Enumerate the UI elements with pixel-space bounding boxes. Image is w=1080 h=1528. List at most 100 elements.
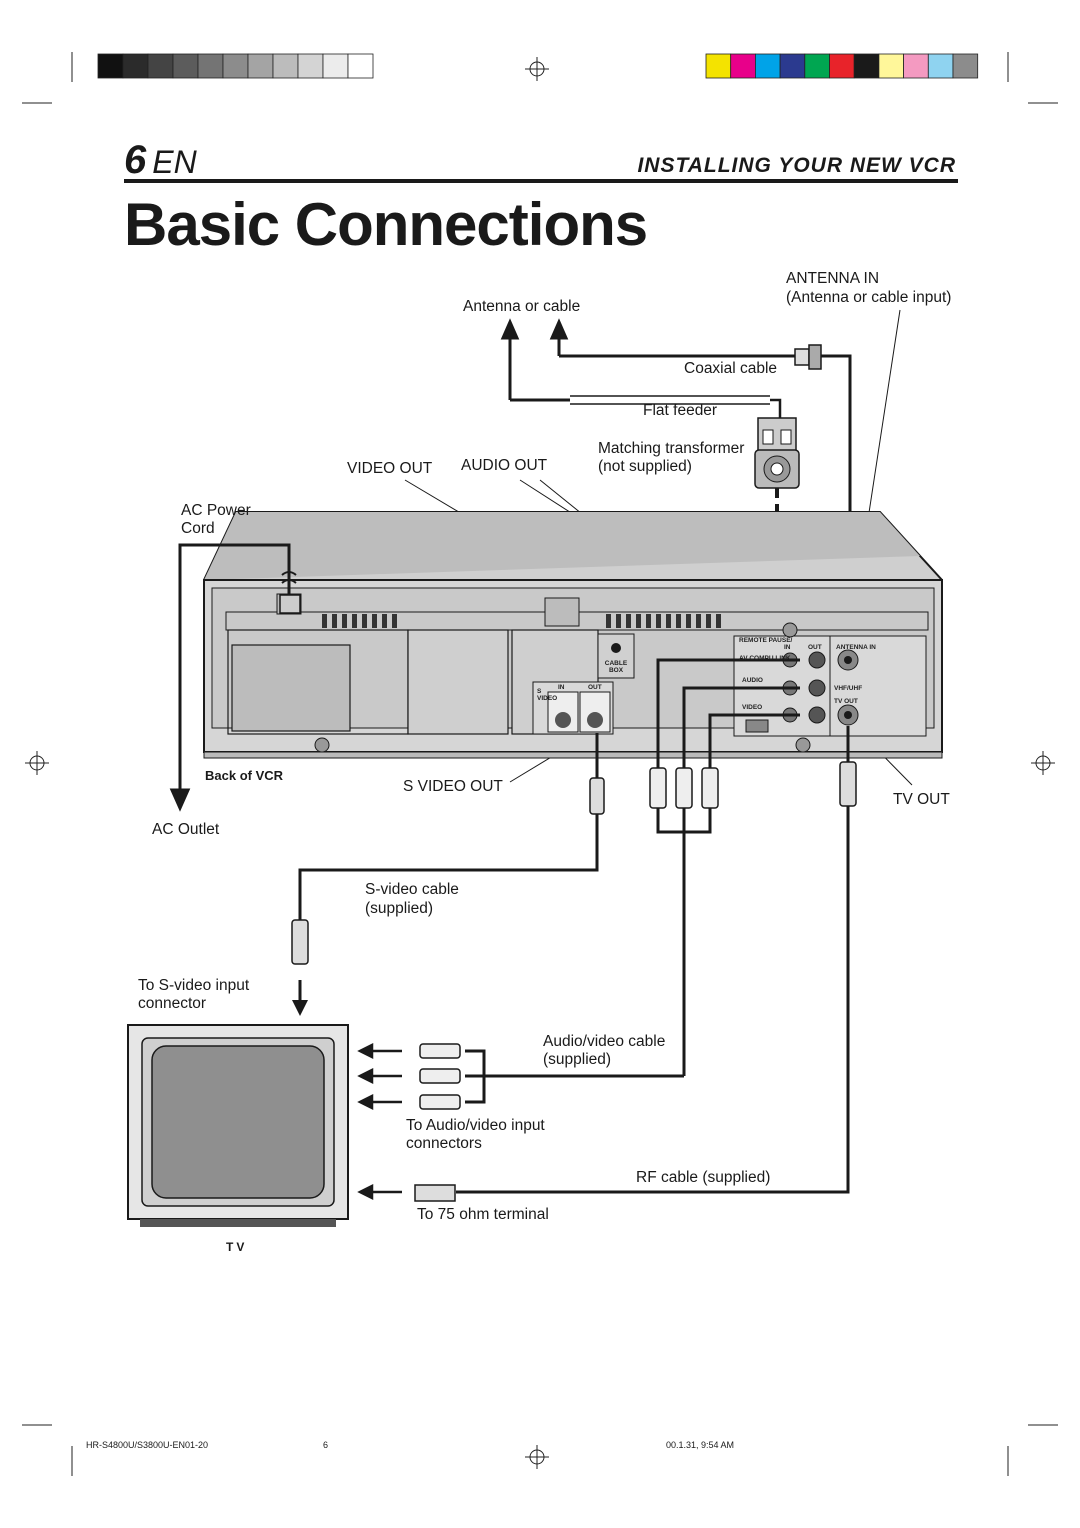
tv-out-panel-label: TV OUT [834, 698, 858, 705]
color-swatch-2 [755, 53, 781, 79]
color-swatch-8 [903, 53, 929, 79]
gray-swatch-2 [147, 53, 174, 79]
gray-swatch-4 [197, 53, 224, 79]
color-swatch-7 [878, 53, 905, 79]
av-compu-link-label: AV COMPU LINK [739, 655, 791, 662]
antenna-arrows [500, 318, 569, 400]
vent-slot [362, 614, 367, 628]
s-video-panel-label: S VIDEO [537, 688, 557, 702]
color-swatch-9 [927, 53, 954, 79]
ac-power-cord [169, 543, 301, 812]
s-video-out-panel-label: OUT [588, 684, 602, 691]
antenna-or-cable-label: Antenna or cable [463, 298, 581, 315]
tv-input-arrows [357, 1042, 402, 1201]
vent-slot [606, 614, 611, 628]
vent-slot [382, 614, 387, 628]
s-video-cable-note: (supplied) [365, 900, 434, 917]
footer-model: HR-S4800U/S3800U-EN01-20 [86, 1440, 209, 1450]
vhf-uhf-label: VHF/UHF [834, 685, 863, 692]
gray-swatch-3 [172, 53, 199, 79]
vent-slot [676, 614, 681, 628]
tv-out-label: TV OUT [893, 791, 950, 808]
section-title: INSTALLING YOUR NEW VCR [637, 154, 956, 177]
av-output-cables [656, 658, 800, 1076]
tv-set [127, 1024, 349, 1227]
gray-swatch-6 [247, 53, 274, 79]
tv-label: TV [226, 1240, 248, 1254]
flat-feeder [510, 395, 782, 420]
vcr-vents [322, 614, 721, 628]
ac-power-label: AC Power [181, 502, 251, 519]
video-panel-label: VIDEO [742, 704, 763, 711]
vent-slot [666, 614, 671, 628]
audio-panel-label: AUDIO [742, 677, 763, 684]
gray-swatch-9 [322, 53, 349, 79]
gray-calibration-strip [97, 53, 374, 79]
vent-slot [686, 614, 691, 628]
vent-slot [372, 614, 377, 628]
vent-slot [392, 614, 397, 628]
ac-outlet-label: AC Outlet [152, 821, 220, 838]
coaxial-cable-label: Coaxial cable [684, 360, 778, 377]
matching-transformer-label: Matching transformer [598, 440, 745, 457]
back-of-vcr-label: Back of VCR [205, 768, 284, 783]
video-out-label: VIDEO OUT [347, 460, 433, 477]
cable-box-label: CABLE BOX [604, 660, 628, 674]
rf-cable-label: RF cable (supplied) [636, 1169, 771, 1186]
color-swatch-0 [705, 53, 732, 79]
to-av-label: To Audio/video input [406, 1117, 545, 1134]
gray-swatch-5 [222, 53, 249, 79]
to-av-label-2: connectors [406, 1135, 482, 1152]
gray-swatch-0 [97, 53, 124, 79]
to-75-ohm-label: To 75 ohm terminal [417, 1206, 549, 1223]
to-s-video-label-2: connector [138, 995, 207, 1012]
s-video-in-label: IN [558, 684, 565, 691]
color-swatch-5 [829, 53, 855, 79]
remote-pause-label: REMOTE PAUSE/ [739, 637, 793, 644]
footer-page: 6 [323, 1440, 329, 1450]
color-swatch-6 [853, 53, 880, 79]
s-video-cable-label: S-video cable [365, 881, 459, 898]
color-swatch-3 [779, 53, 806, 79]
gray-swatch-1 [122, 53, 149, 79]
vent-slot [706, 614, 711, 628]
color-swatch-1 [730, 53, 756, 79]
s-video-cable [291, 733, 605, 965]
vent-slot [656, 614, 661, 628]
page-lang: EN [152, 144, 197, 180]
s-video-arrow [292, 980, 308, 1016]
vent-slot [322, 614, 327, 628]
gray-swatch-7 [272, 53, 299, 79]
out-panel-label: OUT [808, 644, 822, 651]
matching-transformer-note: (not supplied) [598, 458, 692, 475]
rf-cable [414, 726, 857, 1202]
ac-power-label-2: Cord [181, 520, 215, 537]
footer-timestamp: 00.1.31, 9:54 AM [666, 1440, 735, 1450]
vent-slot [332, 614, 337, 628]
av-input-cables [465, 1049, 684, 1104]
vent-slot [636, 614, 641, 628]
rca-plugs [649, 767, 719, 809]
registration-mark [25, 57, 1055, 1469]
header-rule [124, 179, 958, 183]
vent-slot [616, 614, 621, 628]
vent-slot [342, 614, 347, 628]
av-cable-label: Audio/video cable [543, 1033, 666, 1050]
vent-slot [646, 614, 651, 628]
vcr-body [203, 511, 943, 759]
vent-slot [352, 614, 357, 628]
flat-feeder-label: Flat feeder [643, 402, 718, 419]
color-swatch-10 [952, 53, 979, 79]
vent-slot [716, 614, 721, 628]
gray-swatch-10 [347, 53, 374, 79]
vent-slot [626, 614, 631, 628]
page-title: Basic Connections [124, 191, 648, 258]
s-video-out-label: S VIDEO OUT [403, 778, 503, 795]
audio-out-label: AUDIO OUT [461, 457, 548, 474]
antenna-in-sub-label: (Antenna or cable input) [786, 289, 952, 306]
crop-marks [22, 52, 1058, 1476]
color-calibration-strip [705, 53, 979, 79]
to-s-video-label: To S-video input [138, 977, 250, 994]
